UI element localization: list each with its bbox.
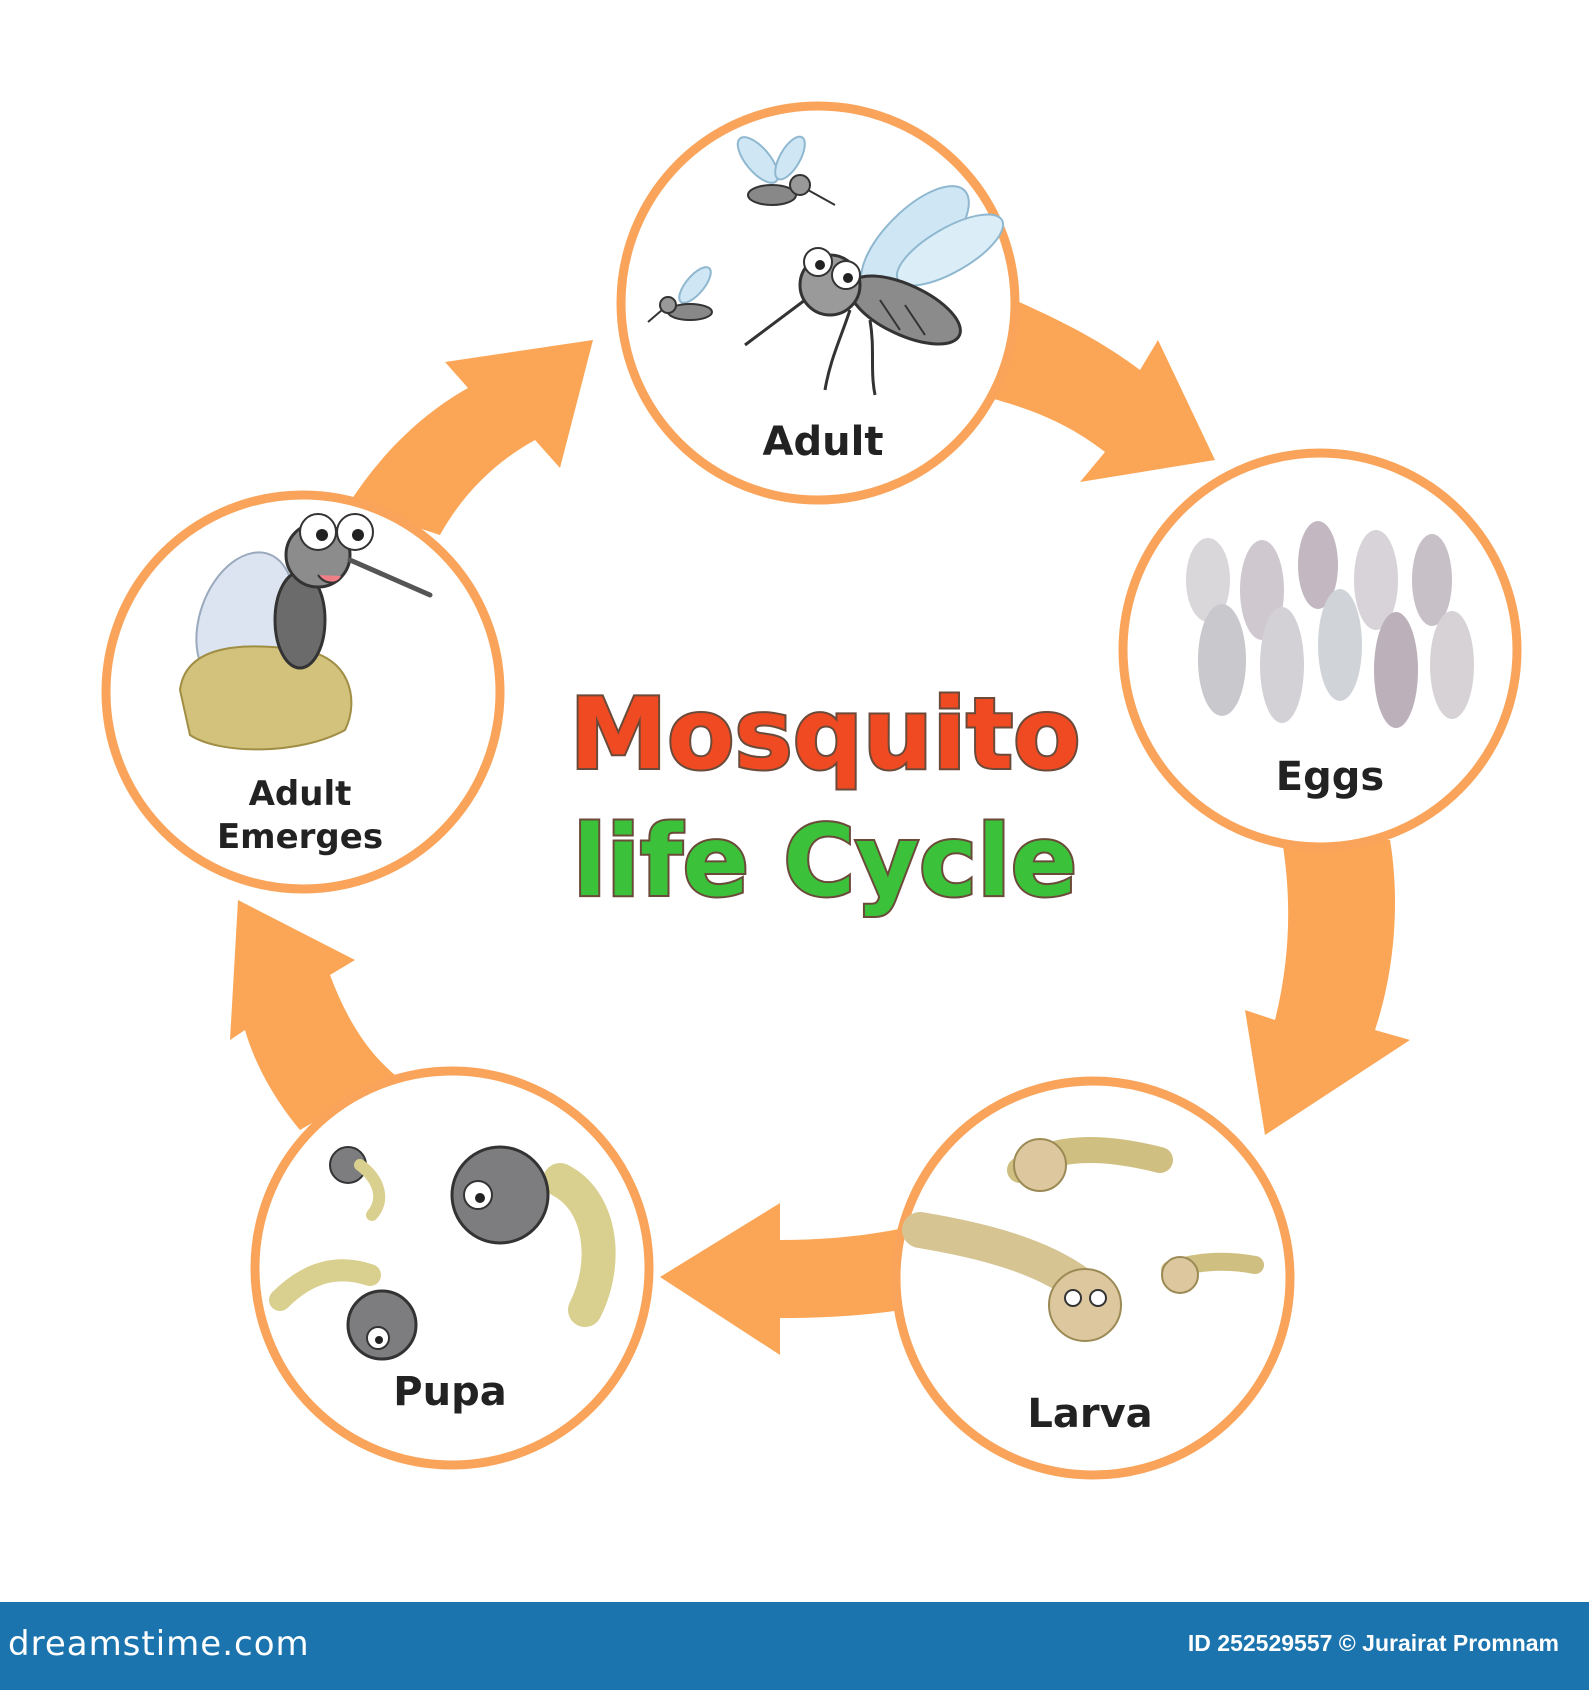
stage-larva: Larva bbox=[891, 1076, 1295, 1480]
stage-pupa: Pupa bbox=[250, 1066, 654, 1470]
cycle-arrows bbox=[230, 298, 1410, 1355]
life-cycle-diagram: Adult Eggs bbox=[101, 101, 1522, 1480]
stage-adult: Adult bbox=[616, 101, 1020, 505]
diagram-title: Mosquito life Cycle bbox=[568, 676, 1083, 921]
egg-cluster-icon bbox=[1186, 521, 1474, 728]
stage-label-larva: Larva bbox=[1027, 1391, 1152, 1437]
stage-label-eggs: Eggs bbox=[1276, 754, 1384, 800]
title-line1: Mosquito bbox=[570, 678, 1081, 792]
larvae-icon bbox=[902, 1137, 1264, 1342]
arrow-eggs-to-larva bbox=[1245, 840, 1410, 1135]
stage-eggs: Eggs bbox=[1118, 448, 1522, 852]
flying-mosquitoes-icon bbox=[647, 135, 1005, 396]
arrow-larva-to-pupa bbox=[660, 1203, 930, 1355]
stage-label-adult-emerges-line1: Adult bbox=[249, 774, 352, 814]
title-line2: life Cycle bbox=[573, 805, 1077, 919]
footer-credit: ID 252529557 © Jurairat Promnam bbox=[1187, 1630, 1559, 1656]
arrow-pupa-to-adult-emerges bbox=[230, 900, 395, 1130]
footer-bar: dreamstime.com ID 252529557 © Jurairat P… bbox=[0, 1602, 1589, 1690]
stage-label-pupa: Pupa bbox=[393, 1369, 506, 1415]
arrow-adult-emerges-to-adult bbox=[348, 340, 593, 535]
stage-adult-emerges: Adult Emerges bbox=[101, 490, 505, 894]
stage-label-adult-emerges-line2: Emerges bbox=[217, 817, 383, 857]
footer-brand[interactable]: dreamstime.com bbox=[8, 1624, 310, 1664]
stage-label-adult: Adult bbox=[763, 419, 884, 465]
arrow-adult-to-eggs bbox=[990, 298, 1215, 482]
emerging-mosquito-icon bbox=[178, 513, 433, 751]
pupae-icon bbox=[269, 1145, 616, 1361]
